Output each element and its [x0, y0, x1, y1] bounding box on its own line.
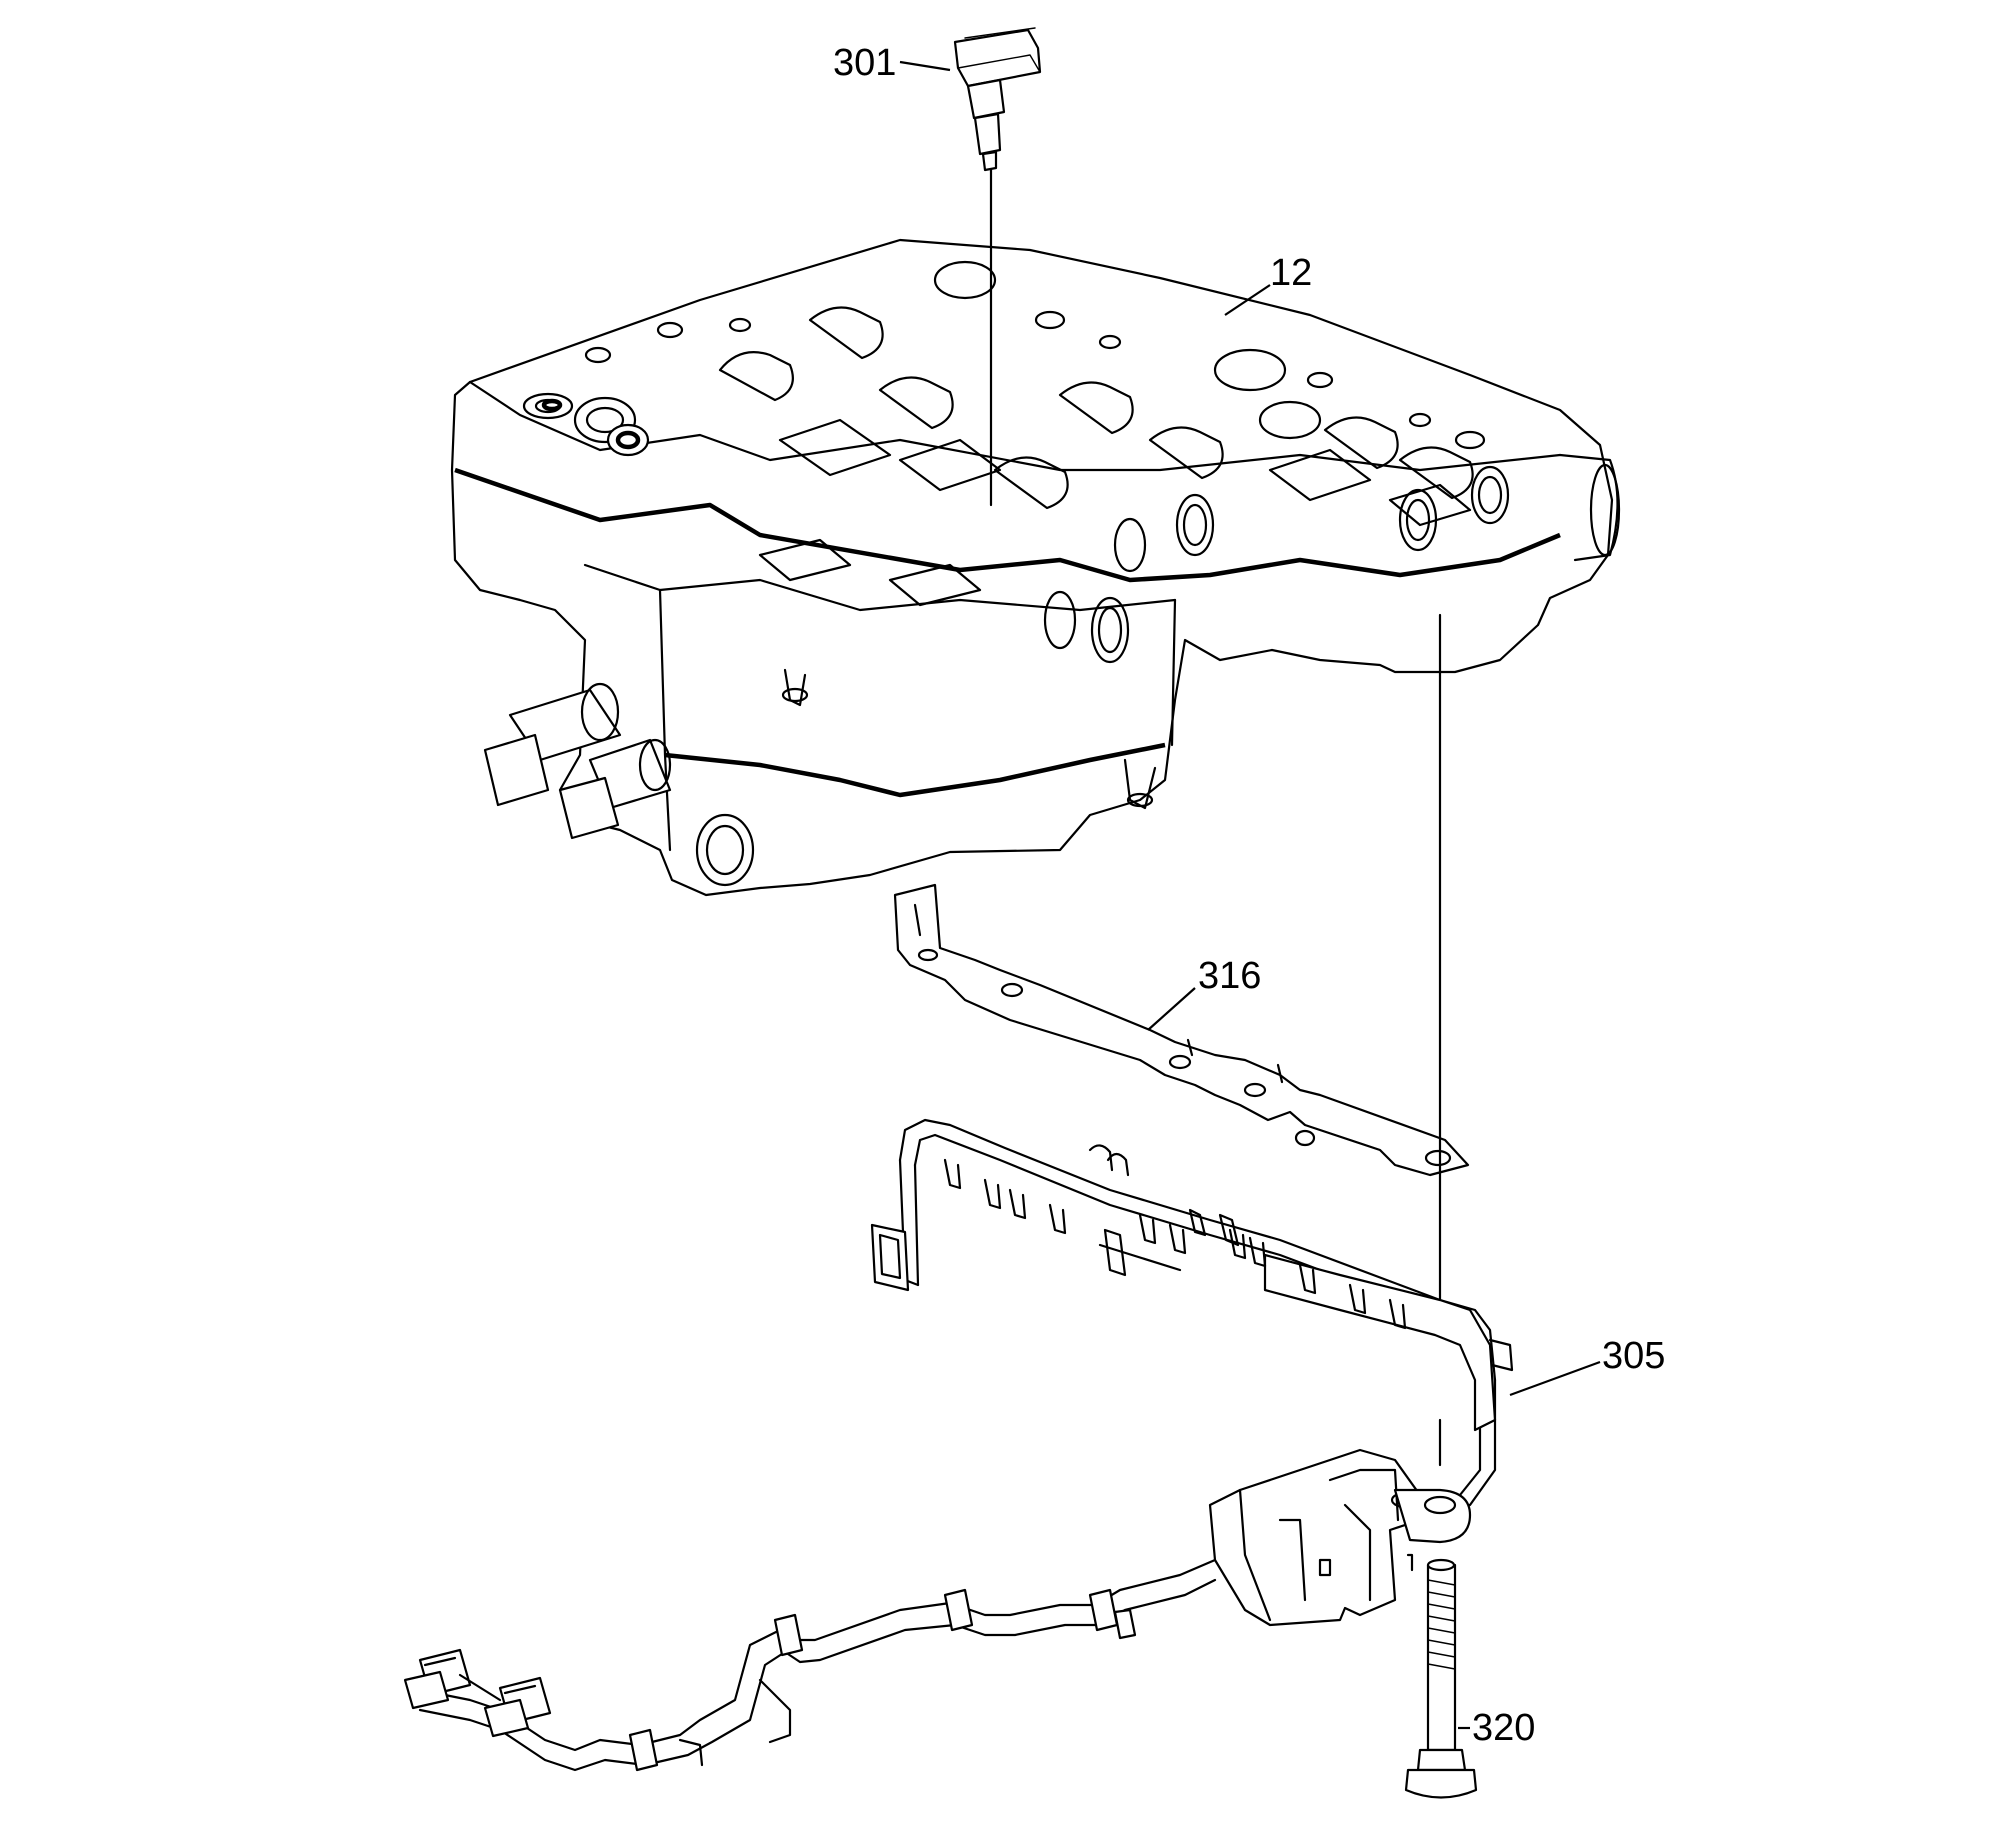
callout-316: 316 [1198, 955, 1261, 997]
leader-301 [899, 60, 951, 72]
valve-body-12 [450, 238, 1621, 897]
leader-12 [1224, 284, 1271, 316]
leader-305 [1509, 1360, 1601, 1397]
sensor-301 [953, 27, 1042, 172]
gasket-316 [893, 883, 1470, 1177]
callout-301: 301 [833, 42, 896, 84]
leader-316 [1147, 987, 1196, 1031]
callout-320: 320 [1472, 1707, 1535, 1749]
bolt-320 [1404, 1558, 1478, 1799]
wiring-harness-305 [403, 1118, 1514, 1772]
callout-305: 305 [1602, 1335, 1665, 1377]
callout-12: 12 [1270, 252, 1312, 294]
